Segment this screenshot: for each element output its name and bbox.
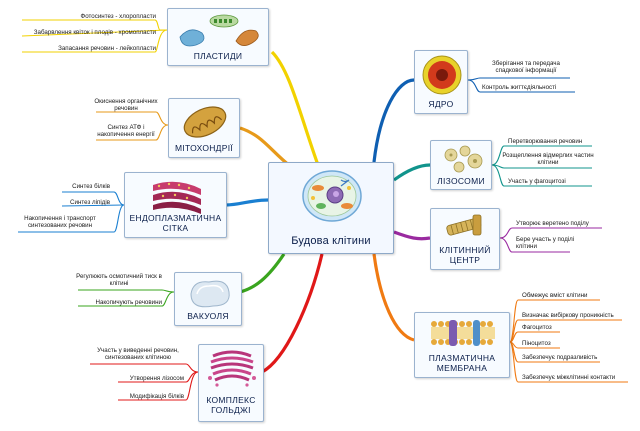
centrosome-caption: КЛІТИННИЙ ЦЕНТР: [439, 245, 491, 265]
mitochondria-leaf-links: [96, 111, 169, 141]
branch-lysosomes: [393, 163, 431, 182]
membrane-item-3: Фагоцитоз: [522, 324, 552, 331]
er-item-1: Синтез білків: [72, 183, 110, 190]
branch-mitochondria: [239, 126, 291, 168]
membrane-caption: ПЛАЗМАТИЧНА МЕМБРАНА: [428, 353, 496, 373]
er-caption: ЕНДОПЛАЗМАТИЧНА СІТКА: [129, 213, 222, 233]
central-topic-node[interactable]: Будова клітини: [268, 162, 394, 254]
chloroplast-illustration-icon: [179, 14, 259, 47]
er-illustration-icon: [153, 181, 201, 214]
vacuole-item-1: Регулюють осмотичний тиск в клітині: [76, 273, 162, 288]
er-leaf-links: [18, 191, 125, 233]
plastids-leaf-links: [21, 19, 168, 53]
central-topic-title: Будова клітини: [291, 235, 371, 247]
lysosomes-leaf-links: [491, 145, 592, 187]
nucleus-node[interactable]: ЯДРО: [414, 50, 468, 114]
membrane-item-1: Обмежує вміст клітини: [522, 292, 588, 299]
lysosomes-node[interactable]: ЛІЗОСОМИ: [430, 140, 492, 190]
nucleus-caption: ЯДРО: [428, 99, 454, 109]
centrosome-node[interactable]: КЛІТИННИЙ ЦЕНТР: [430, 208, 500, 270]
membrane-item-6: Забезпечує міжклітинні контакти: [522, 374, 616, 381]
membrane-item-2: Визначає вибіркову проникність: [522, 312, 614, 319]
golgi-item-3: Модифікація білків: [129, 393, 184, 400]
lysosomes-item-2: Розщеплення відмерлих частин клітини: [502, 152, 594, 167]
lysosome-illustration-icon: [444, 145, 483, 173]
centriole-illustration-icon: [446, 214, 482, 236]
membrane-node[interactable]: ПЛАЗМАТИЧНА МЕМБРАНА: [414, 312, 510, 378]
branch-vacuole: [239, 253, 286, 294]
lysosomes-item-1: Перетворювання речовин: [508, 138, 583, 145]
nucleus-illustration-icon: [422, 55, 462, 95]
mitochondria-caption: МІТОХОНДРІЇ: [174, 143, 234, 153]
er-item-2: Синтез ліпідів: [70, 199, 110, 206]
branch-nucleus: [372, 78, 415, 163]
vacuole-illustration-icon: [190, 280, 230, 308]
branch-plastids: [270, 50, 320, 166]
nucleus-item-1: Зберігання та передача спадкової інформа…: [492, 60, 560, 75]
golgi-item-1: Участь у виведенні речовин, синтезованих…: [97, 347, 179, 362]
cell-illustration-icon: [302, 170, 362, 222]
nucleus-leaf-links: [467, 77, 575, 93]
lysosomes-caption: ЛІЗОСОМИ: [437, 176, 485, 186]
membrane-item-4: Піноцитоз: [522, 340, 551, 347]
centrosome-item-1: Утворює веретено поділу: [516, 220, 589, 227]
golgi-leaf-links: [90, 363, 199, 401]
branch-golgi: [261, 253, 324, 374]
plastids-caption: ПЛАСТИДИ: [193, 51, 243, 61]
golgi-node[interactable]: КОМПЛЕКС ГОЛЬДЖІ: [198, 344, 264, 422]
branch-er: [225, 198, 269, 207]
vacuole-caption: ВАКУОЛЯ: [187, 311, 229, 321]
branch-centrosome: [393, 230, 431, 241]
golgi-caption: КОМПЛЕКС ГОЛЬДЖІ: [206, 395, 256, 415]
plastids-item-1: Фотосинтез - хлоропласти: [80, 13, 156, 20]
plastids-item-2: Забарвлення квіток і плодів - хромопласт…: [33, 29, 156, 36]
er-node[interactable]: ЕНДОПЛАЗМАТИЧНА СІТКА: [124, 172, 227, 238]
mitochondria-node[interactable]: МІТОХОНДРІЇ: [168, 98, 240, 158]
vacuole-leaf-links: [78, 289, 175, 307]
mitochondria-item-1: Окиснення органічних речовин: [94, 98, 158, 113]
centrosome-leaf-links: [499, 227, 602, 253]
lysosomes-item-3: Участь у фагоцитозі: [508, 178, 566, 185]
vacuole-node[interactable]: ВАКУОЛЯ: [174, 272, 242, 326]
membrane-illustration-icon: [431, 320, 495, 346]
golgi-item-2: Утворення лізосом: [129, 375, 184, 382]
mitochondria-item-2: Синтез АТФ і накопичення енергії: [97, 124, 155, 139]
vacuole-item-2: Накопичують речовини: [95, 299, 163, 306]
er-item-3: Накопичення і транспорт синтезованих реч…: [24, 215, 96, 230]
centrosome-item-2: Бере участь у поділі клітини: [516, 236, 575, 251]
membrane-leaf-links: [509, 299, 628, 383]
mitochondrion-illustration-icon: [183, 106, 227, 138]
plastids-item-3: Запасання речовин - лейкопласти: [58, 45, 156, 52]
nucleus-item-2: Контроль життєдіяльності: [482, 84, 557, 91]
golgi-illustration-icon: [208, 350, 256, 387]
membrane-item-5: Забезпечує подразливість: [522, 354, 598, 361]
branch-membrane: [372, 253, 415, 342]
plastids-node[interactable]: ПЛАСТИДИ: [167, 8, 269, 66]
